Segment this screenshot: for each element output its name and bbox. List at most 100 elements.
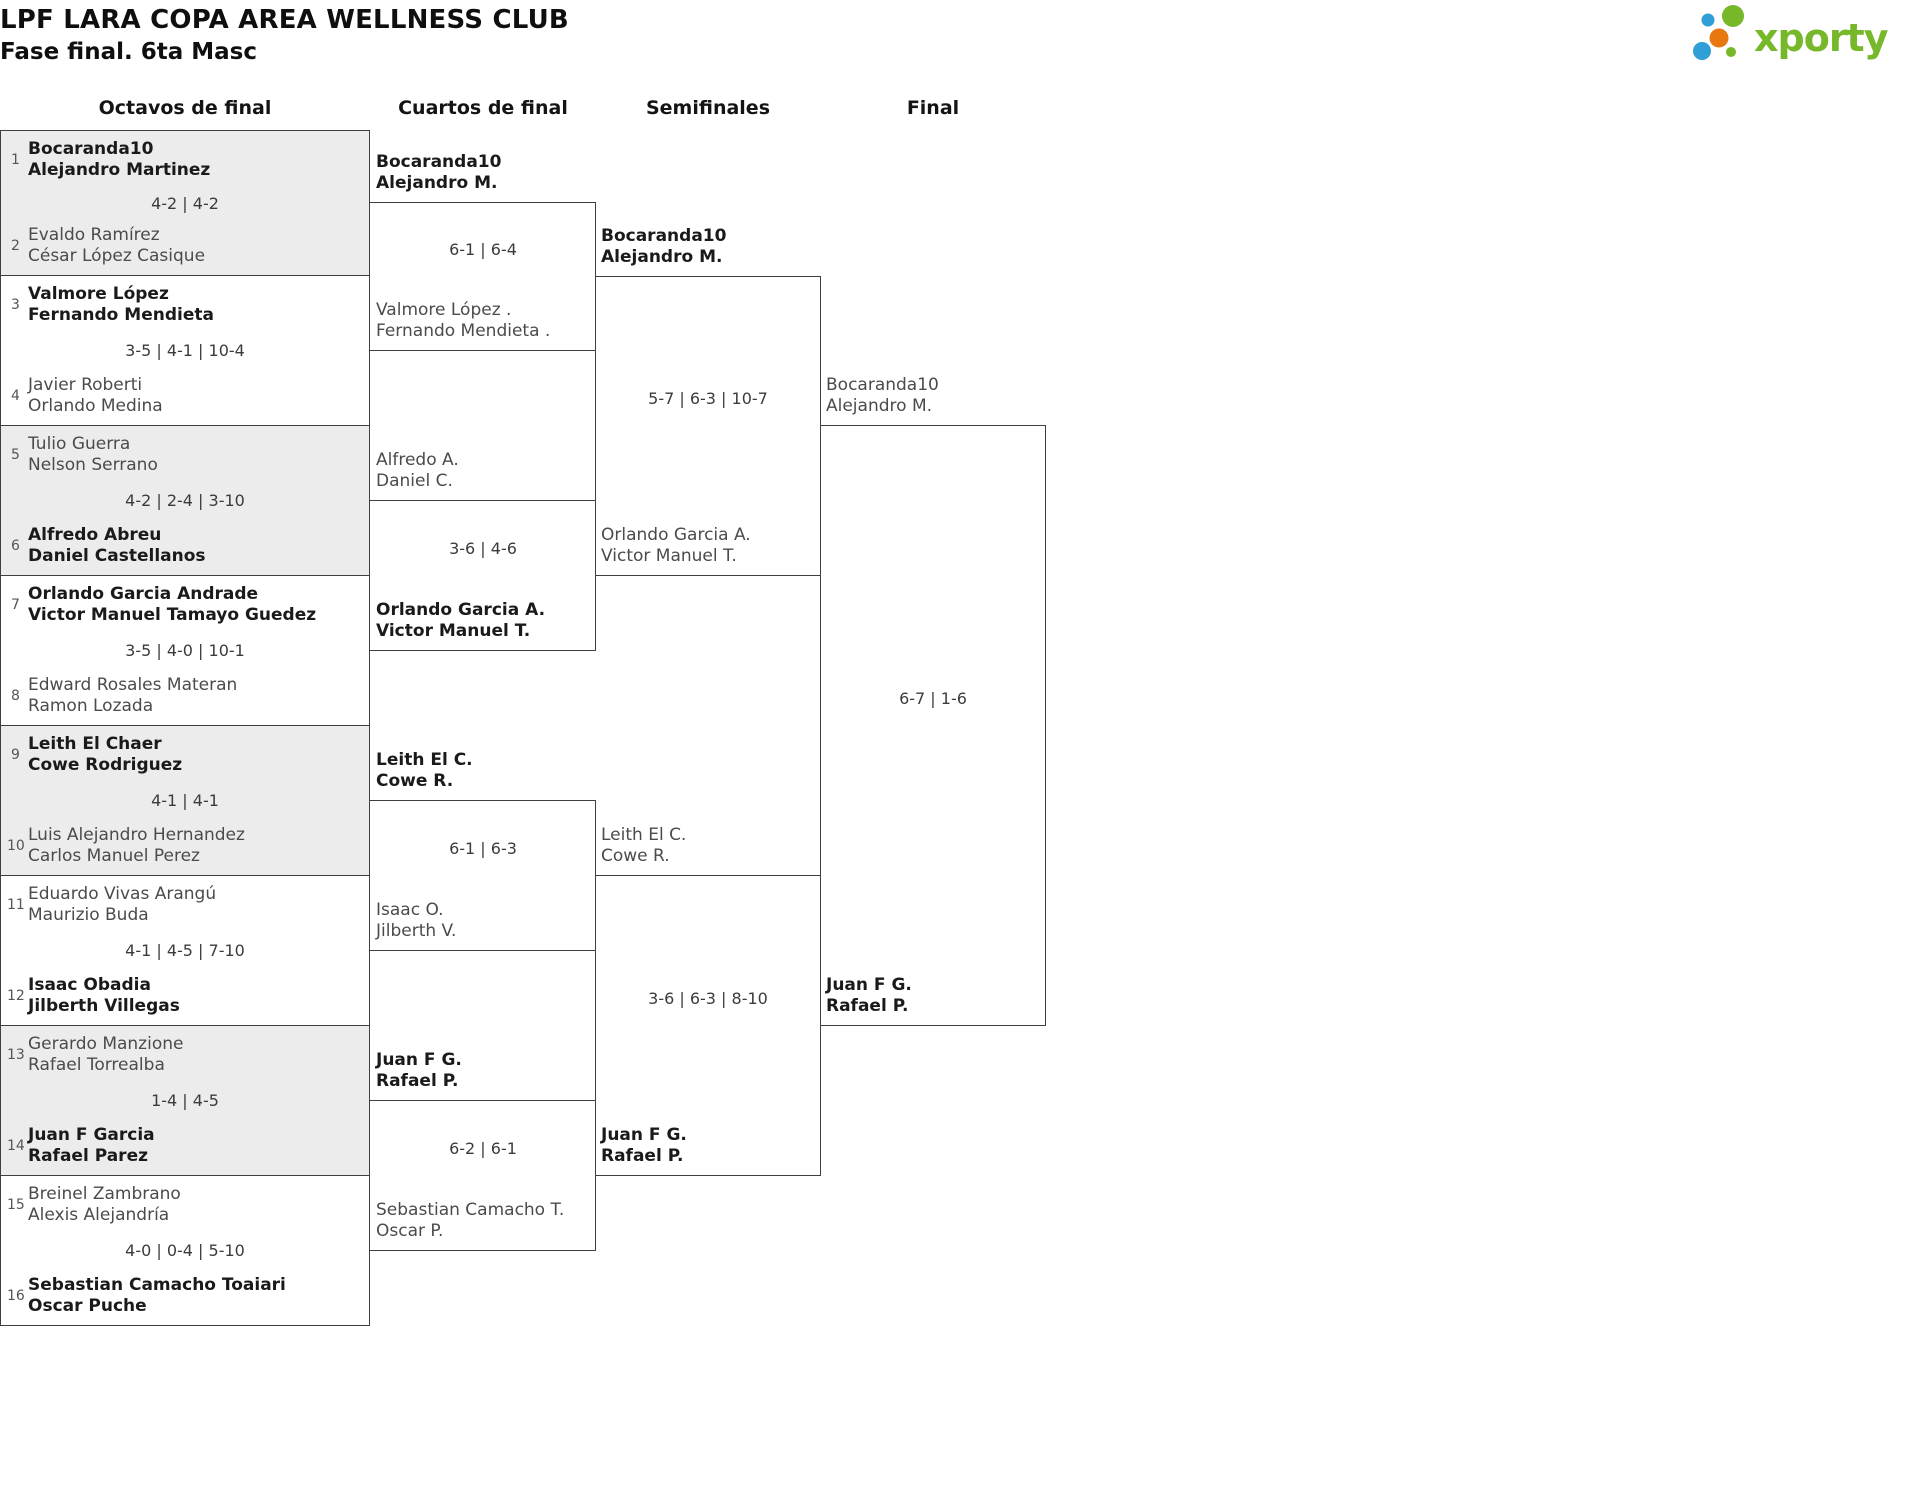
team-names: Breinel Zambrano Alexis Alejandría bbox=[28, 1184, 181, 1226]
player-name: Leith El Chaer bbox=[28, 734, 162, 754]
player-name: Carlos Manuel Perez bbox=[28, 846, 200, 866]
match-score: 3-6 | 4-6 bbox=[449, 539, 517, 558]
player-name: Jilberth Villegas bbox=[28, 996, 180, 1016]
player-name: Breinel Zambrano bbox=[28, 1184, 181, 1204]
advancing-team: Leith El C. Cowe R. bbox=[376, 750, 588, 792]
seed-number: 9 bbox=[11, 747, 20, 763]
player-name: Cowe Rodriguez bbox=[28, 755, 183, 775]
seed-number: 13 bbox=[7, 1047, 25, 1063]
page-header: LPF LARA COPA AREA WELLNESS CLUB Fase fi… bbox=[0, 4, 569, 68]
match-score: 4-0 | 0-4 | 5-10 bbox=[125, 1241, 245, 1260]
seed-number: 3 bbox=[11, 297, 20, 313]
match-score: 5-7 | 6-3 | 10-7 bbox=[648, 389, 768, 408]
xporty-logo-graphic: xporty bbox=[1693, 5, 1890, 60]
player-name: Orlando Garcia A. bbox=[601, 525, 751, 545]
seed-number: 15 bbox=[7, 1197, 25, 1213]
team-names: Tulio Guerra Nelson Serrano bbox=[28, 434, 158, 476]
player-name: Cowe R. bbox=[601, 846, 670, 866]
team-entry: 6 Alfredo Abreu Daniel Castellanos bbox=[7, 525, 363, 567]
xporty-logo[interactable]: xporty bbox=[1682, 0, 1914, 60]
advancing-team: Bocaranda10 Alejandro M. bbox=[601, 226, 813, 268]
match-score: 4-1 | 4-5 | 7-10 bbox=[125, 941, 245, 960]
round-header-final: Final bbox=[906, 97, 960, 119]
team-entry: 1 Bocaranda10 Alejandro Martinez bbox=[7, 139, 363, 181]
logo-dot-blue-small bbox=[1701, 13, 1715, 27]
player-name: Bocaranda10 bbox=[376, 152, 502, 172]
player-name: Eduardo Vivas Arangú bbox=[28, 884, 217, 904]
player-name: Maurizio Buda bbox=[28, 905, 149, 925]
player-name: Rafael Torrealba bbox=[28, 1055, 165, 1075]
player-name: César López Casique bbox=[28, 246, 206, 266]
match-score: 1-4 | 4-5 bbox=[151, 1091, 219, 1110]
advancing-team: Isaac O. Jilberth V. bbox=[376, 900, 588, 942]
player-name: Fernando Mendieta bbox=[28, 305, 214, 325]
seed-number: 12 bbox=[7, 988, 25, 1004]
player-name: Alejandro M. bbox=[601, 247, 723, 267]
player-name: Luis Alejandro Hernandez bbox=[28, 825, 245, 845]
player-name: Sebastian Camacho Toaiari bbox=[28, 1275, 286, 1295]
team-entry: 13 Gerardo Manzione Rafael Torrealba bbox=[7, 1034, 363, 1076]
player-name: Leith El C. bbox=[601, 825, 687, 845]
player-name: Rafael P. bbox=[826, 996, 909, 1016]
logo-dot-green-small bbox=[1726, 47, 1736, 57]
player-name: Alexis Alejandría bbox=[28, 1205, 170, 1225]
team-names: Valmore López Fernando Mendieta bbox=[28, 284, 214, 326]
match-score: 6-1 | 6-3 bbox=[449, 839, 517, 858]
advancing-team: Orlando Garcia A. Victor Manuel T. bbox=[376, 600, 588, 642]
player-name: Alfredo A. bbox=[376, 450, 459, 470]
player-name: Victor Manuel T. bbox=[601, 546, 737, 566]
team-entry: 8 Edward Rosales Materan Ramon Lozada bbox=[7, 675, 363, 717]
team-names: Eduardo Vivas Arangú Maurizio Buda bbox=[28, 884, 216, 926]
match-score: 4-1 | 4-1 bbox=[151, 791, 219, 810]
player-name: Juan F G. bbox=[376, 1050, 462, 1070]
advancing-team: Sebastian Camacho T. Oscar P. bbox=[376, 1200, 588, 1242]
player-name: Alejandro M. bbox=[376, 173, 498, 193]
team-names: Juan F Garcia Rafael Parez bbox=[28, 1125, 155, 1167]
bracket-match-octavos-2: 3 Valmore López Fernando Mendieta 3-5 | … bbox=[0, 275, 370, 426]
seed-number: 10 bbox=[7, 838, 25, 854]
player-name: Orlando Garcia Andrade bbox=[28, 584, 259, 604]
match-score: 3-6 | 6-3 | 8-10 bbox=[648, 989, 768, 1008]
player-name: Valmore López . bbox=[376, 300, 512, 320]
player-name: Valmore López bbox=[28, 284, 169, 304]
player-name: Juan F G. bbox=[601, 1125, 687, 1145]
advancing-team: Juan F G. Rafael P. bbox=[601, 1125, 813, 1167]
player-name: Rafael P. bbox=[601, 1146, 684, 1166]
player-name: Edward Rosales Materan bbox=[28, 675, 238, 695]
player-name: Gerardo Manzione bbox=[28, 1034, 184, 1054]
player-name: Alfredo Abreu bbox=[28, 525, 162, 545]
team-names: Javier Roberti Orlando Medina bbox=[28, 375, 163, 417]
team-entry: 7 Orlando Garcia Andrade Victor Manuel T… bbox=[7, 584, 363, 626]
match-score: 4-2 | 4-2 bbox=[151, 193, 219, 213]
seed-number: 6 bbox=[11, 538, 20, 554]
seed-number: 4 bbox=[11, 388, 20, 404]
player-name: Daniel C. bbox=[376, 471, 453, 491]
team-entry: 12 Isaac Obadia Jilberth Villegas bbox=[7, 975, 363, 1017]
match-score: 3-5 | 4-1 | 10-4 bbox=[125, 341, 245, 360]
advancing-team: Juan F G. Rafael P. bbox=[826, 975, 1038, 1017]
player-name: Orlando Garcia A. bbox=[376, 600, 546, 620]
player-name: Rafael Parez bbox=[28, 1146, 148, 1166]
player-name: Oscar P. bbox=[376, 1221, 444, 1241]
player-name: Leith El C. bbox=[376, 750, 473, 770]
team-entry: 9 Leith El Chaer Cowe Rodriguez bbox=[7, 734, 363, 776]
bracket-match-octavos-8: 15 Breinel Zambrano Alexis Alejandría 4-… bbox=[0, 1175, 370, 1326]
advancing-team: Orlando Garcia A. Victor Manuel T. bbox=[601, 525, 813, 567]
seed-number: 5 bbox=[11, 447, 20, 463]
logo-dot-blue-large bbox=[1693, 42, 1711, 60]
round-header-semifinales: Semifinales bbox=[645, 97, 771, 119]
page-title: LPF LARA COPA AREA WELLNESS CLUB bbox=[0, 5, 569, 35]
seed-number: 16 bbox=[7, 1288, 25, 1304]
team-entry: 11 Eduardo Vivas Arangú Maurizio Buda bbox=[7, 884, 363, 926]
team-entry: 16 Sebastian Camacho Toaiari Oscar Puche bbox=[7, 1275, 363, 1317]
player-name: Juan F G. bbox=[826, 975, 912, 995]
player-name: Bocaranda10 bbox=[826, 375, 939, 395]
player-name: Oscar Puche bbox=[28, 1296, 147, 1316]
match-score: 6-2 | 6-1 bbox=[449, 1139, 517, 1158]
player-name: Orlando Medina bbox=[28, 396, 163, 416]
match-score: 4-2 | 2-4 | 3-10 bbox=[125, 491, 245, 510]
advancing-team: Bocaranda10 Alejandro M. bbox=[376, 152, 588, 194]
bracket-match-octavos-1: 1 Bocaranda10 Alejandro Martinez 4-2 | 4… bbox=[0, 130, 370, 276]
seed-number: 7 bbox=[11, 597, 20, 613]
team-entry: 5 Tulio Guerra Nelson Serrano bbox=[7, 434, 363, 476]
